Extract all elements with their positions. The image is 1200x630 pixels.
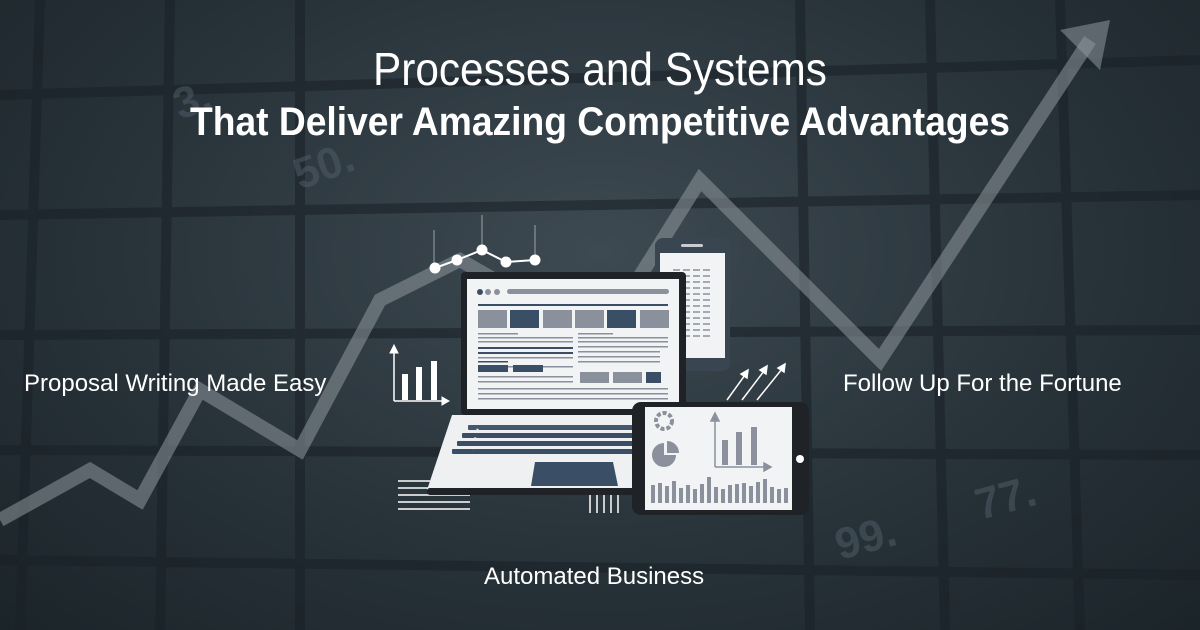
- tablet-mini-bar: [784, 488, 788, 503]
- title-line-2: That Deliver Amazing Competitive Advanta…: [190, 100, 1010, 144]
- bar-chart-icon: [389, 343, 451, 406]
- feature-label-follow-up: Follow Up For the Fortune: [843, 370, 1122, 397]
- tablet-mini-bar: [728, 485, 732, 503]
- tablet-mini-bar: [686, 485, 690, 503]
- tablet-mini-bar: [700, 484, 704, 503]
- feature-label-proposal-writing: Proposal Writing Made Easy: [24, 370, 327, 397]
- line-chart-icon: [429, 215, 541, 274]
- tablet-mini-bar: [763, 479, 767, 503]
- tablet-mini-bar: [735, 484, 739, 503]
- tablet-device: [632, 402, 809, 515]
- tablet-mini-bar: [651, 485, 655, 503]
- tablet-mini-bar: [756, 482, 760, 503]
- tablet-mini-bar: [672, 481, 676, 503]
- tablet-mini-bar: [679, 488, 683, 503]
- tablet-mini-bar: [714, 487, 718, 503]
- growth-arrows-icon: [726, 362, 786, 401]
- zigzag-trend-arrow: [0, 36, 1096, 527]
- tablet-mini-bar: [770, 487, 774, 503]
- tablet-mini-bar: [742, 483, 746, 503]
- tablet-mini-bar: [749, 486, 753, 503]
- feature-label-automated-business: Automated Business: [484, 563, 705, 590]
- tablet-mini-bar: [777, 489, 781, 503]
- tablet-mini-bar: [658, 483, 662, 503]
- tablet-mini-bar: [707, 477, 711, 503]
- tablet-mini-bar: [693, 489, 697, 503]
- tablet-mini-bar: [721, 489, 725, 503]
- tablet-mini-bar: [665, 486, 669, 503]
- title-line-1: Processes and Systems: [373, 43, 827, 95]
